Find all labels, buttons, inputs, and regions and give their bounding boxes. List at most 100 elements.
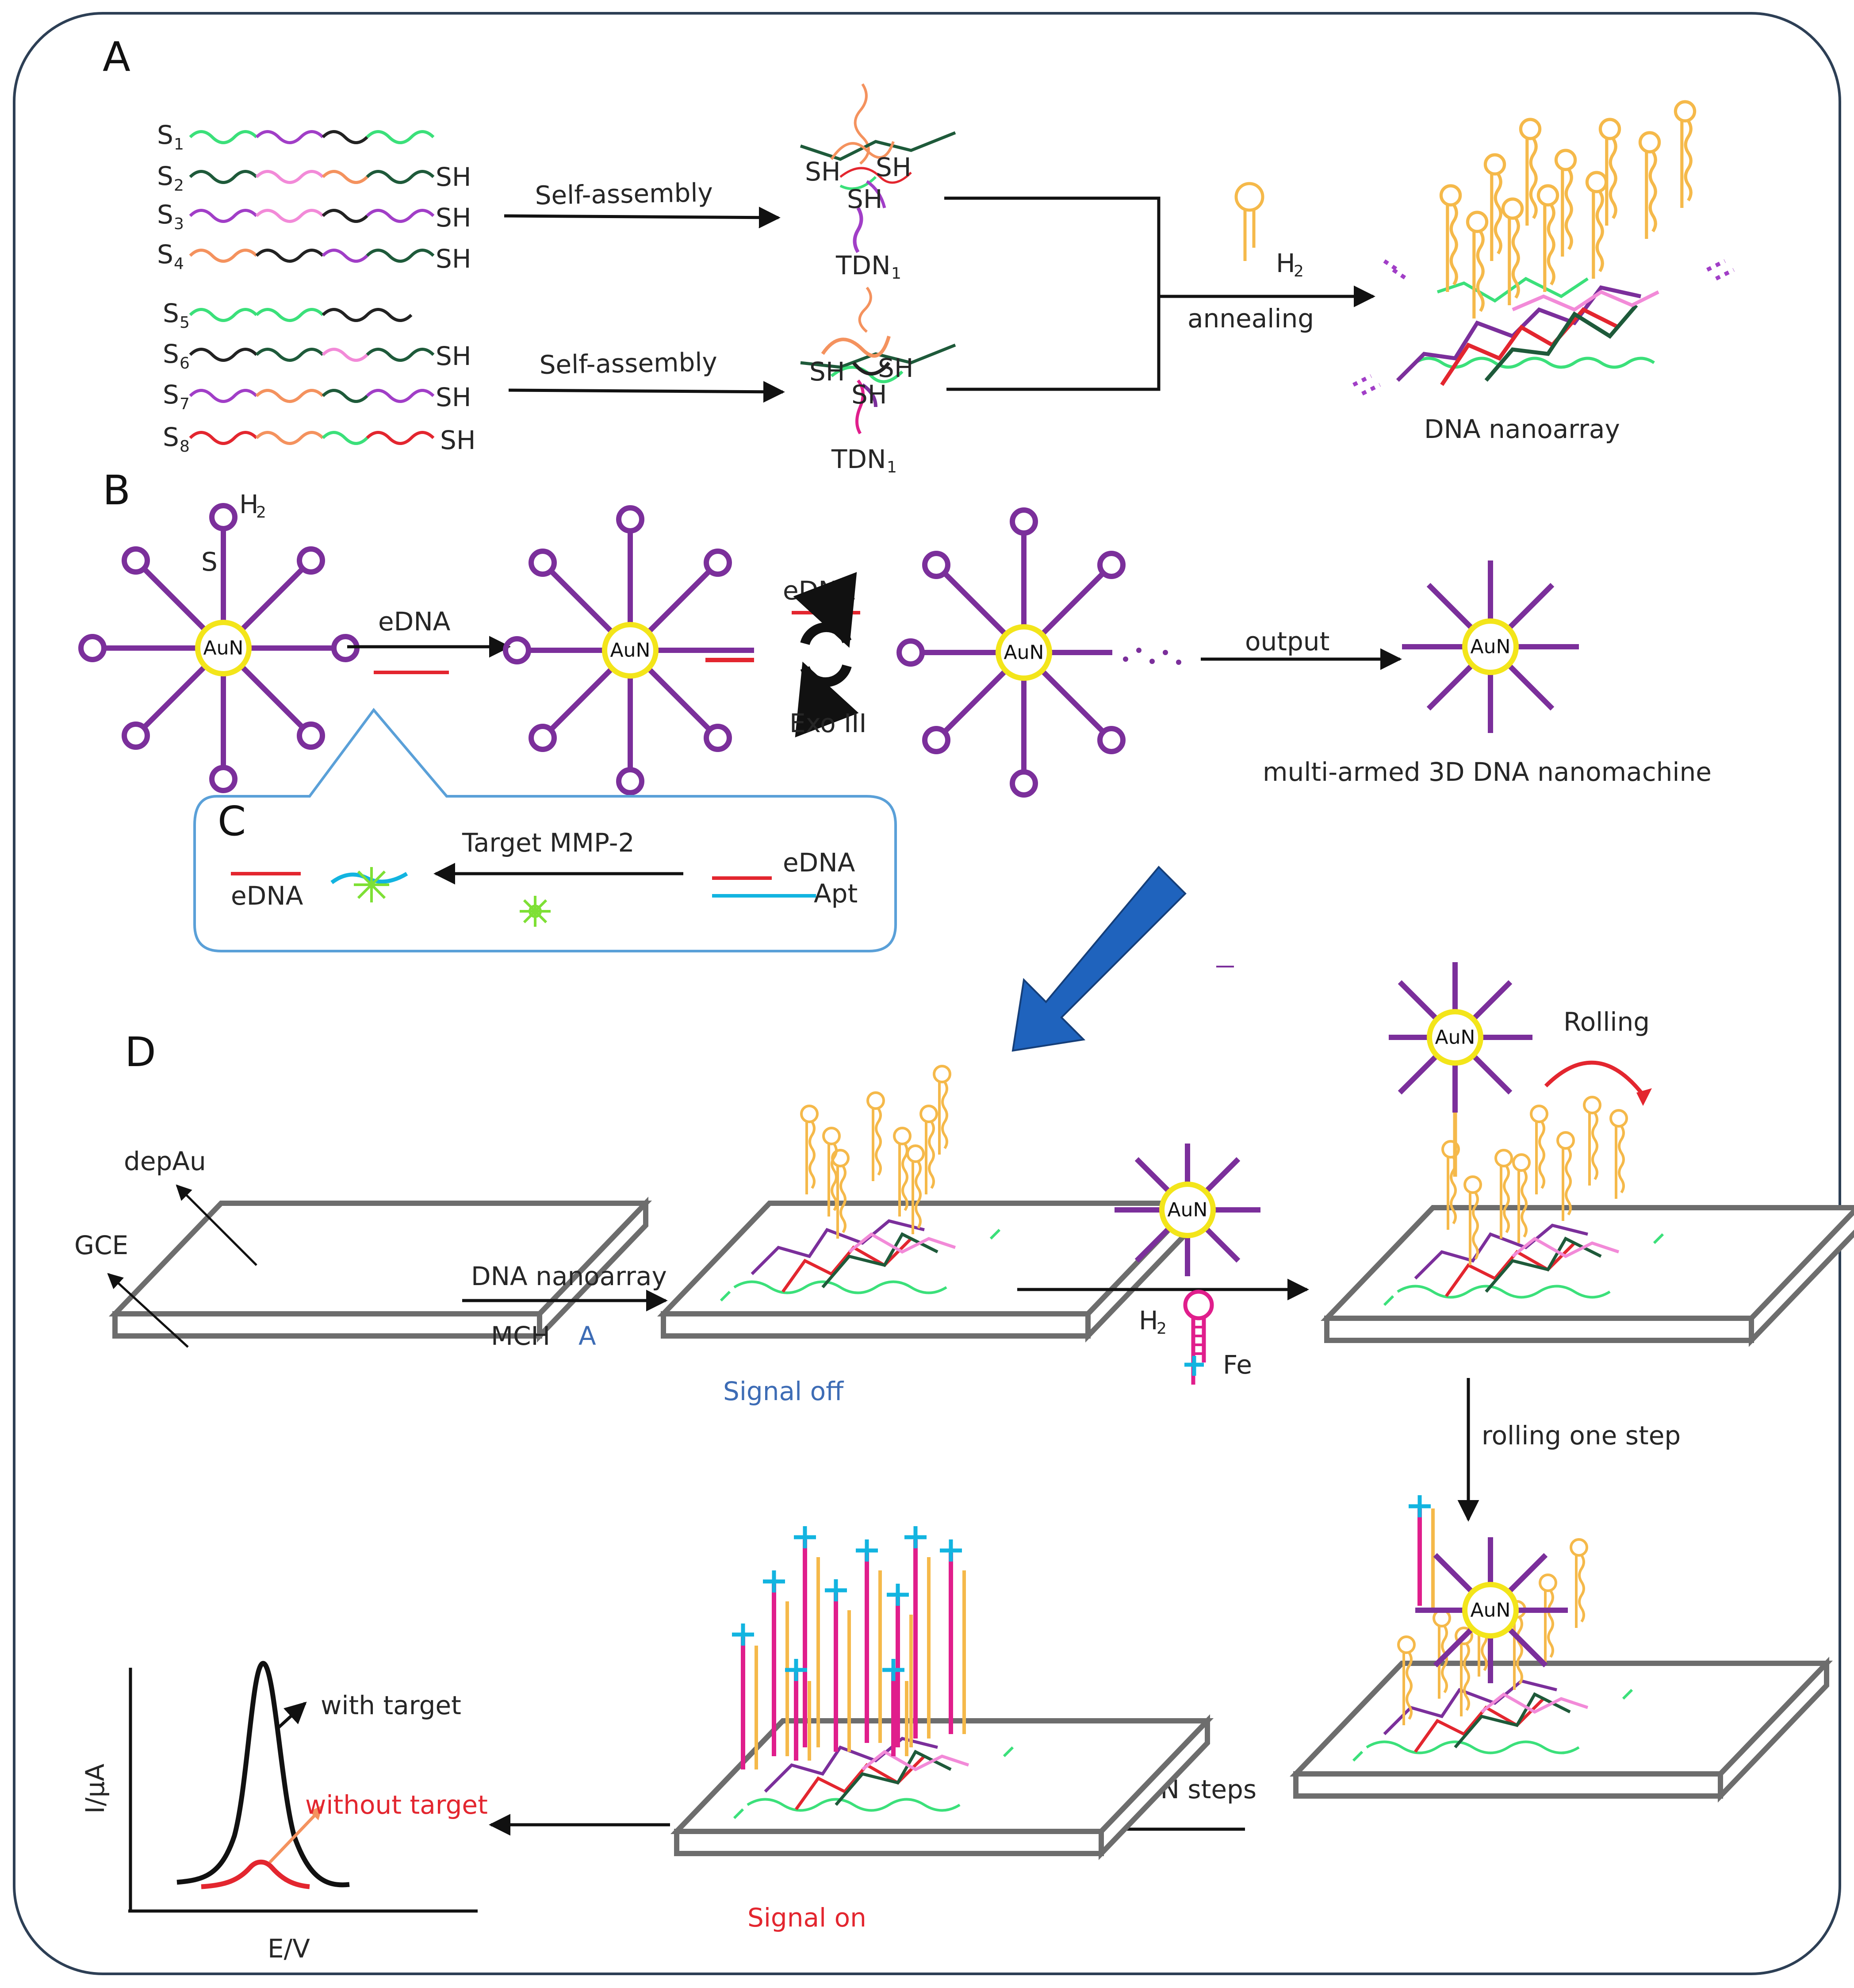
- svg-text:Rolling: Rolling: [1563, 1007, 1650, 1037]
- svg-text:AuN: AuN: [610, 639, 651, 662]
- svg-text:Exo III: Exo III: [789, 708, 866, 738]
- rolling-aun: AuN: [1389, 962, 1532, 1113]
- transition-arrow: [1011, 866, 1234, 1052]
- add-probe-arrow: H2 Fe: [1017, 1278, 1309, 1385]
- svg-text:output: output: [1245, 626, 1329, 656]
- svg-text:SH: SH: [436, 382, 471, 412]
- output-arrow: output: [1201, 626, 1402, 670]
- self-assembly-arrow-top: Self-assembly: [504, 177, 781, 229]
- svg-text:with target: with target: [321, 1690, 461, 1720]
- panel-label-d: D: [125, 1029, 156, 1076]
- svg-text:S: S: [157, 200, 173, 230]
- svg-text:S: S: [201, 547, 218, 577]
- svg-text:SH: SH: [809, 357, 845, 387]
- svg-text:Signal on: Signal on: [747, 1903, 866, 1933]
- svg-text:H: H: [1276, 248, 1295, 278]
- electrode-labels: depAu GCE: [74, 1146, 257, 1348]
- svg-text:S: S: [163, 380, 179, 410]
- svg-text:SH: SH: [436, 162, 471, 192]
- step-aun: AuN: [1415, 1537, 1568, 1683]
- svg-text:SH: SH: [436, 244, 471, 274]
- svg-text:SH: SH: [805, 157, 840, 187]
- svg-text:2: 2: [1157, 1320, 1167, 1338]
- svg-text:Target MMP-2: Target MMP-2: [462, 828, 635, 858]
- svg-text:4: 4: [174, 255, 184, 273]
- svg-text:H: H: [1139, 1305, 1158, 1336]
- svg-text:6: 6: [180, 354, 190, 372]
- svg-text:Signal off: Signal off: [723, 1376, 844, 1406]
- nanoparticle-bound: AuN: [503, 505, 754, 795]
- svg-text:8: 8: [180, 438, 190, 456]
- nanomachine: AuN: [1402, 560, 1579, 733]
- svg-text:S: S: [163, 422, 179, 452]
- svg-text:eDNA: eDNA: [783, 848, 855, 878]
- svg-text:AuN: AuN: [1004, 641, 1044, 664]
- h2-hairpin: H2: [1234, 182, 1304, 280]
- svg-text:TDN: TDN: [831, 444, 886, 474]
- svg-text:eDNA: eDNA: [783, 576, 855, 606]
- svg-text:AuN: AuN: [1471, 636, 1511, 658]
- svg-text:without target: without target: [305, 1790, 488, 1820]
- svg-text:S: S: [157, 161, 173, 191]
- nanomachine-caption: multi-armed 3D DNA nanomachine: [1263, 757, 1712, 787]
- svg-text:Self-assembly: Self-assembly: [539, 347, 717, 380]
- svg-text:E/V: E/V: [268, 1934, 310, 1964]
- svg-text:I/μA: I/μA: [80, 1763, 110, 1814]
- svg-text:2: 2: [256, 503, 266, 522]
- merge-connector: annealing: [944, 196, 1375, 391]
- svg-text:C: C: [218, 798, 246, 845]
- svg-text:2: 2: [174, 177, 184, 195]
- modify-arrow: DNA nanoarray MCH A: [462, 1261, 668, 1351]
- modified-electrode: Signal off: [663, 1066, 1194, 1406]
- svg-text:DNA nanoarray: DNA nanoarray: [471, 1261, 667, 1291]
- svg-text:MCH: MCH: [491, 1321, 550, 1351]
- panel-label-a: A: [103, 33, 130, 81]
- one-step-arrow: rolling one step: [1457, 1378, 1681, 1522]
- svg-text:AuN: AuN: [1168, 1199, 1208, 1221]
- nanoparticle-cleaved: AuN: [896, 507, 1181, 798]
- svg-text:Apt: Apt: [814, 879, 858, 909]
- exo-cycle: eDNA Exo III: [783, 572, 866, 738]
- probe-addition: AuN: [1115, 1144, 1260, 1276]
- figure-frame: [13, 12, 1841, 1975]
- svg-text:AuN: AuN: [1435, 1026, 1475, 1049]
- svg-text:depAu: depAu: [124, 1146, 206, 1176]
- svg-text:SH: SH: [436, 203, 471, 233]
- svg-text:S: S: [163, 339, 179, 369]
- svg-text:SH: SH: [436, 341, 471, 371]
- svg-text:Self-assembly: Self-assembly: [535, 177, 713, 211]
- svg-text:SH: SH: [851, 380, 887, 410]
- edna-arrow: eDNA: [347, 606, 511, 674]
- svg-text:DNA nanoarray: DNA nanoarray: [1424, 414, 1620, 444]
- svg-text:S: S: [163, 298, 179, 328]
- nanoparticle-probe: AuN H2 S: [78, 489, 360, 793]
- svg-text:3: 3: [174, 215, 184, 233]
- svg-text:AuN: AuN: [1471, 1599, 1511, 1622]
- voltammogram: I/μA E/V with target without target: [80, 1661, 488, 1964]
- svg-text:SH: SH: [876, 152, 911, 182]
- dna-nanoarray-figure: DNA nanoarray: [1352, 102, 1735, 444]
- signal-on-electrode: Signal on: [677, 1526, 1207, 1933]
- panel-label-b: B: [103, 467, 130, 514]
- rolling-indicator: Rolling: [1544, 1007, 1652, 1106]
- svg-text:1: 1: [887, 458, 897, 476]
- svg-text:2: 2: [1294, 262, 1304, 280]
- svg-text:annealing: annealing: [1187, 303, 1314, 334]
- rolling-electrode: [1327, 1075, 1854, 1340]
- svg-text:Fe: Fe: [1223, 1350, 1252, 1380]
- svg-text:eDNA: eDNA: [378, 606, 451, 637]
- svg-text:SH: SH: [440, 425, 475, 455]
- svg-text:1: 1: [891, 265, 901, 283]
- svg-text:A: A: [578, 1321, 596, 1351]
- svg-text:5: 5: [180, 314, 190, 332]
